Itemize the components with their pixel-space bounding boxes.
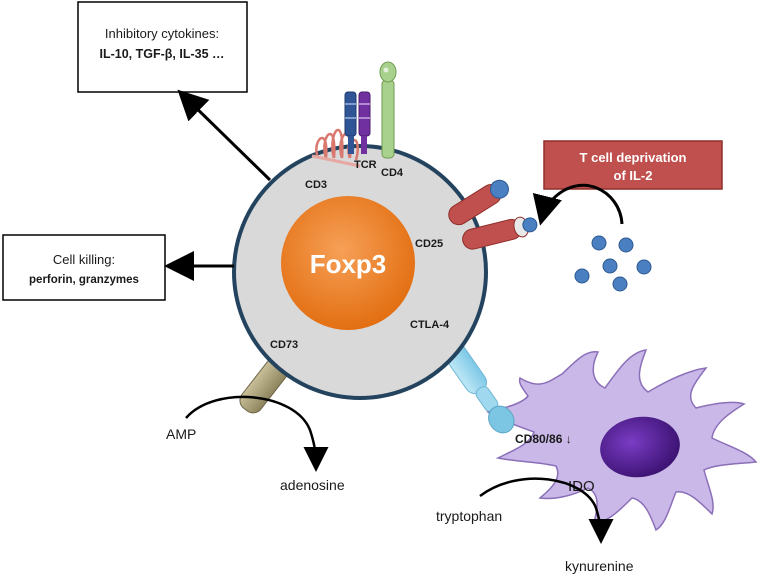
ido-label: IDO (568, 478, 595, 495)
killing-title: Cell killing: (53, 252, 115, 267)
adenosine-label: adenosine (280, 477, 345, 493)
amp-label: AMP (166, 426, 196, 442)
kynurenine-arrow (479, 477, 614, 544)
killing-list: perforin, granzymes (29, 274, 139, 286)
inhibitory-list: IL-10, TGF-β, IL-35 … (100, 47, 225, 61)
cd4-label: CD4 (381, 167, 404, 179)
foxp3-nucleus (281, 196, 415, 330)
cd73-label: CD73 (270, 339, 298, 351)
ctla4-label: CTLA-4 (410, 319, 450, 331)
adenosine-arrow (185, 395, 329, 472)
foxp3-label: Foxp3 (310, 249, 387, 279)
inhibitory-title: Inhibitory cytokines: (105, 26, 219, 41)
cd3-label: CD3 (305, 179, 327, 191)
il2-dot (574, 268, 590, 284)
il2-consumption-arrow (532, 183, 624, 226)
cd4-receptor (379, 61, 397, 159)
cytokine-arrow (177, 89, 272, 182)
cd25-receptor (448, 179, 538, 250)
cd80-86-label: CD80/86 ↓ (515, 432, 572, 446)
il2-deprivation-box: T cell deprivation of IL-2 (543, 140, 723, 190)
tcr-receptor (344, 91, 371, 154)
dendritic-cell-nucleus (600, 416, 680, 478)
dendritic-cell (486, 349, 758, 532)
il2-subtitle: of IL-2 (614, 168, 653, 183)
il2-dot (591, 235, 607, 251)
inhibitory-cytokines-box: Inhibitory cytokines: IL-10, TGF-β, IL-3… (77, 1, 248, 93)
cd25-label: CD25 (415, 238, 443, 250)
il2-title: T cell deprivation (580, 150, 687, 165)
tryptophan-label: tryptophan (436, 508, 502, 524)
tcr-label: TCR (354, 159, 377, 171)
cell-killing-box: Cell killing: perforin, granzymes (2, 234, 166, 301)
treg-cell: Foxp3 (232, 144, 488, 400)
il2-dot (636, 259, 652, 275)
il2-dot (602, 258, 618, 274)
il2-dot (612, 276, 628, 292)
il2-molecules (574, 235, 652, 292)
il2-dot (618, 237, 634, 253)
kynurenine-label: kynurenine (565, 558, 634, 574)
